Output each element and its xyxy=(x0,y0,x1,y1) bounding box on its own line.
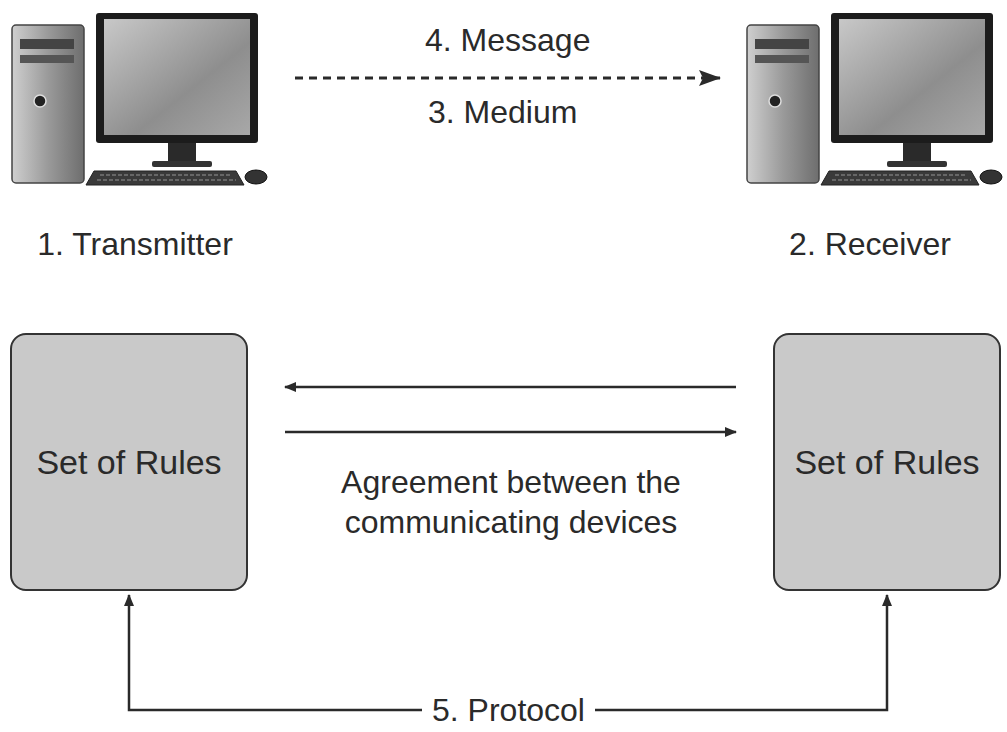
edge-label: 5. Protocol xyxy=(422,690,595,730)
connector-arrow xyxy=(285,386,736,389)
computer-node: 1. Transmitter xyxy=(0,5,270,263)
computer-node: 2. Receiver xyxy=(735,5,1005,263)
device-label: 1. Transmitter xyxy=(0,226,270,263)
medium-label: 3. Medium xyxy=(428,92,577,132)
box-text: Set of Rules xyxy=(794,440,979,484)
edge-label: 4. Message xyxy=(425,20,590,60)
connector-arrow xyxy=(285,431,736,434)
message-arrow xyxy=(295,77,720,80)
computer-illustration xyxy=(0,5,270,190)
rules-box: Set of Rules xyxy=(10,333,248,591)
rules-box: Set of Rules xyxy=(773,333,1001,591)
device-label: 2. Receiver xyxy=(735,226,1005,263)
computer-illustration xyxy=(735,5,1005,190)
edge-label: Agreement between the communicating devi… xyxy=(276,462,746,542)
box-text: Set of Rules xyxy=(36,440,221,484)
